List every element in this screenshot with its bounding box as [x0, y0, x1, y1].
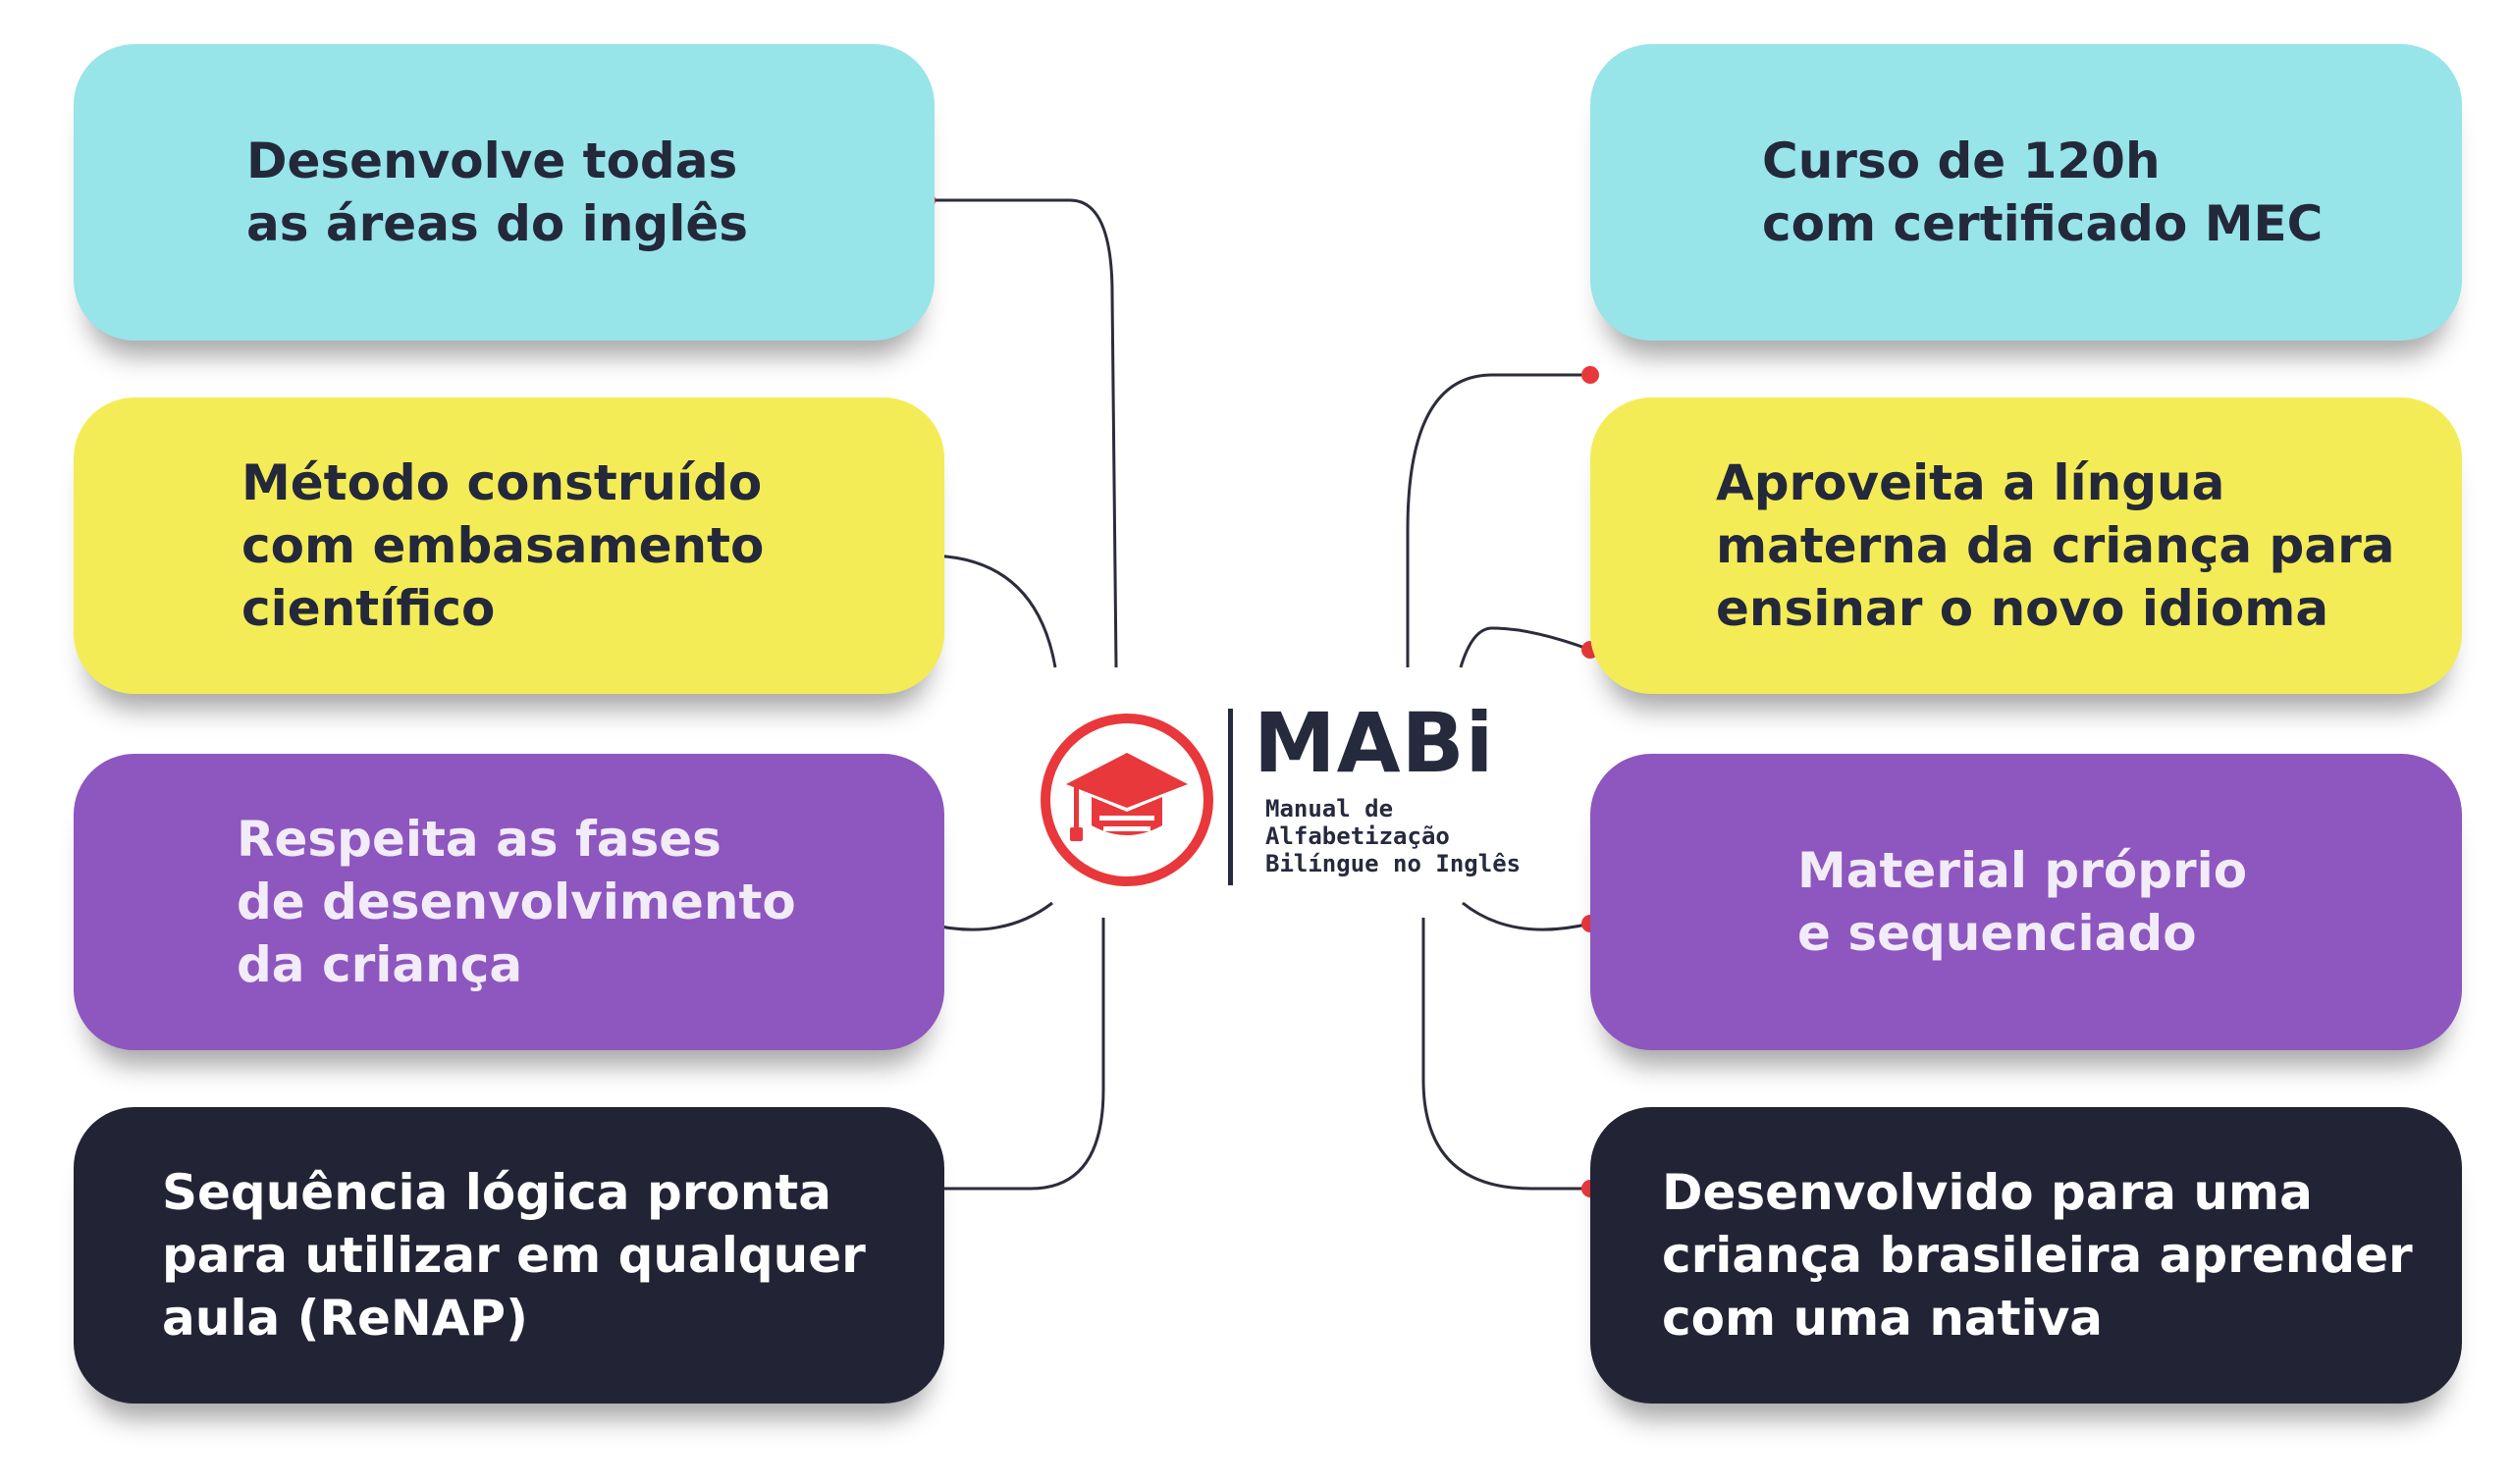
right-card-2: Aproveita a língua materna da criança pa… [1590, 398, 2462, 694]
right-card-2-text: Aproveita a língua materna da criança pa… [1716, 454, 2395, 637]
logo-title: MABi [1254, 695, 1495, 791]
right-card-1: Curso de 120h com certificado MEC [1590, 44, 2462, 341]
connector-right-3 [1462, 901, 1591, 931]
left-card-2: Método construído com embasamento cientí… [74, 398, 944, 694]
graduation-cap-icon [1066, 753, 1188, 841]
connector-right-1 [1406, 373, 1590, 667]
connector-dot-right-1 [1581, 366, 1599, 384]
left-card-4: Sequência lógica pronta para utilizar em… [74, 1107, 944, 1404]
logo-subtitle-line-2: Alfabetização [1265, 822, 1450, 850]
left-card-1-text: Desenvolve todas as áreas do inglês [246, 132, 749, 252]
connector-left-4 [927, 918, 1105, 1191]
connector-left-1 [927, 198, 1118, 668]
logo-badge [1041, 714, 1213, 886]
right-card-3-text: Material próprio e sequenciado [1797, 842, 2248, 962]
left-card-2-text: Método construído com embasamento cientí… [241, 454, 765, 637]
left-card-3-text: Respeita as fases de desenvolvimento da … [237, 811, 796, 993]
left-card-1: Desenvolve todas as áreas do inglês [74, 44, 935, 341]
logo-subtitle-line-1: Manual de [1265, 795, 1394, 822]
connector-right-4 [1421, 918, 1590, 1191]
connector-left-3 [926, 901, 1053, 931]
right-card-4: Desenvolvido para uma criança brasileira… [1590, 1107, 2462, 1404]
logo-subtitle-line-3: Bilíngue no Inglês [1265, 850, 1522, 877]
connector-left-2 [926, 554, 1057, 668]
logo-subtitle: Manual de Alfabetização Bilíngue no Ingl… [1265, 795, 1521, 877]
right-card-3: Material próprio e sequenciado [1590, 754, 2462, 1050]
logo-divider [1228, 709, 1233, 885]
left-card-4-text: Sequência lógica pronta para utilizar em… [162, 1164, 866, 1347]
right-card-1-text: Curso de 120h com certificado MEC [1762, 132, 2324, 252]
right-card-4-text: Desenvolvido para uma criança brasileira… [1662, 1164, 2413, 1347]
connector-right-2 [1459, 626, 1591, 668]
left-card-3: Respeita as fases de desenvolvimento da … [74, 754, 944, 1050]
